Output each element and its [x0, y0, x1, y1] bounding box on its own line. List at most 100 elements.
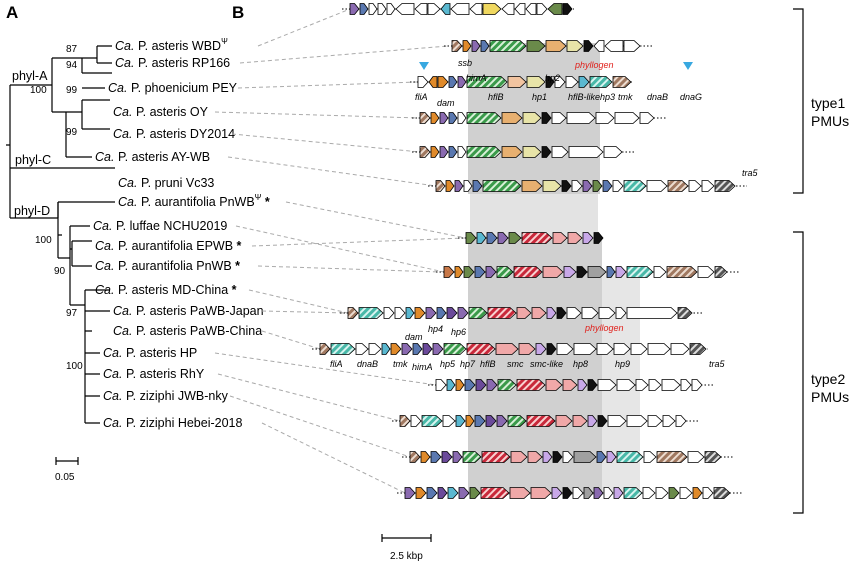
- gene-arrow: [448, 112, 458, 124]
- gene-arrow: [349, 3, 360, 15]
- gene-arrow: [446, 379, 456, 391]
- gene-arrow: [581, 307, 599, 319]
- gene-arrow: [589, 76, 613, 88]
- gene-arrow: [525, 3, 537, 15]
- gene-arrow: [481, 451, 511, 463]
- gene-arrow: [616, 379, 636, 391]
- gene-arrow: [458, 487, 470, 499]
- gene-arrow: [487, 307, 517, 319]
- gene-arrow: [613, 487, 624, 499]
- gene-arrow: [422, 343, 433, 355]
- gene-arrow: [675, 415, 687, 427]
- gene-arrow: [551, 487, 563, 499]
- gene-label: ssb: [458, 58, 472, 68]
- gene-arrow: [554, 76, 566, 88]
- gene-arrow: [603, 487, 614, 499]
- gene-arrow: [428, 76, 438, 88]
- gene-arrow: [688, 180, 702, 192]
- gene-track: [436, 266, 739, 278]
- gene-label: hp9: [615, 359, 630, 369]
- gene-arrow: [547, 3, 563, 15]
- gene-arrow: [566, 307, 582, 319]
- gene-arrow: [368, 343, 382, 355]
- gene-label: tra5: [709, 359, 726, 369]
- gene-arrow: [551, 146, 569, 158]
- gene-arrow: [437, 487, 448, 499]
- gene-arrow: [445, 180, 455, 192]
- gene-arrow: [647, 415, 663, 427]
- gene-arrow: [541, 146, 552, 158]
- gene-track: [342, 3, 574, 15]
- taxon-label: Ca. P. asteris HP: [103, 346, 197, 360]
- gene-arrow: [612, 76, 632, 88]
- gene-arrow: [692, 487, 703, 499]
- gene-arrow: [602, 180, 613, 192]
- taxon-label: Ca. P. asteris PaWB-Japan: [113, 304, 264, 318]
- taxon-label: Ca. P. aurantifolia PnWB *: [95, 259, 240, 273]
- gene-arrow: [469, 3, 483, 15]
- gene-track: [402, 451, 733, 463]
- gene-arrow: [497, 379, 517, 391]
- type2-gene-labels: dam hp4 hp6 phyllogen fliA dnaB tmk himA…: [330, 323, 726, 372]
- gene-arrow: [583, 40, 594, 52]
- connector-line: [261, 330, 321, 350]
- gene-arrow: [455, 415, 466, 427]
- gene-arrow: [496, 415, 508, 427]
- gene-arrow: [452, 451, 463, 463]
- gene-arrow: [435, 180, 446, 192]
- gene-label: hflB: [488, 92, 504, 102]
- gene-arrow: [666, 266, 698, 278]
- gene-tracks: [312, 3, 747, 499]
- connector-line: [231, 133, 421, 153]
- type1-gene-labels: ssb himA hp2 phyllogen fliA dam hflB hp1…: [415, 58, 759, 178]
- group-label-type1: type1: [811, 95, 845, 111]
- gene-arrow: [440, 3, 451, 15]
- gene-arrow: [394, 307, 406, 319]
- gene-arrow: [642, 487, 656, 499]
- bootstrap-value: 90: [54, 266, 66, 277]
- gene-arrow: [497, 232, 509, 244]
- bootstrap-value: 87: [66, 44, 78, 55]
- gene-arrow: [420, 451, 431, 463]
- gene-arrow: [562, 3, 573, 15]
- gene-arrow: [486, 379, 498, 391]
- gene-arrow: [450, 3, 470, 15]
- gene-label: hflB: [480, 359, 496, 369]
- gene-arrow: [482, 180, 522, 192]
- gene-arrow: [514, 3, 526, 15]
- gene-arrow: [542, 451, 553, 463]
- gene-arrow: [441, 451, 453, 463]
- gene-arrow: [530, 487, 552, 499]
- taxon-label: Ca. P. phoenicium PEY: [108, 81, 238, 95]
- connector-line: [239, 45, 449, 64]
- gene-arrow: [368, 3, 378, 15]
- marker-icon: [419, 62, 429, 70]
- panel-b-label: B: [232, 3, 244, 22]
- taxon-label: Ca. P. asteris RhY: [103, 367, 205, 381]
- gene-arrow: [595, 112, 615, 124]
- gene-arrow: [463, 180, 473, 192]
- gene-arrow: [526, 40, 546, 52]
- gene-arrow: [667, 180, 689, 192]
- gene-arrow: [615, 307, 627, 319]
- gene-arrow: [507, 415, 527, 427]
- bootstrap-value: 99: [66, 127, 78, 138]
- gene-arrow: [596, 343, 614, 355]
- gene-arrow: [593, 40, 605, 52]
- taxon-label: Ca. P. asteris RP166: [115, 56, 230, 70]
- gene-arrow: [432, 343, 444, 355]
- gene-arrow: [521, 180, 543, 192]
- gene-arrow: [587, 415, 598, 427]
- gene-scale-bar: 2.5 kbp: [381, 534, 432, 562]
- gene-arrow: [555, 415, 573, 427]
- gene-arrow: [410, 415, 422, 427]
- insertion-markers: [419, 62, 693, 70]
- gene-arrow: [626, 307, 678, 319]
- gene-arrow: [578, 76, 590, 88]
- gene-arrow: [462, 40, 472, 52]
- gene-arrow: [518, 343, 536, 355]
- gene-arrow: [439, 146, 449, 158]
- gene-arrow: [714, 266, 728, 278]
- gene-label: fliA: [330, 359, 343, 369]
- gene-arrow: [526, 415, 556, 427]
